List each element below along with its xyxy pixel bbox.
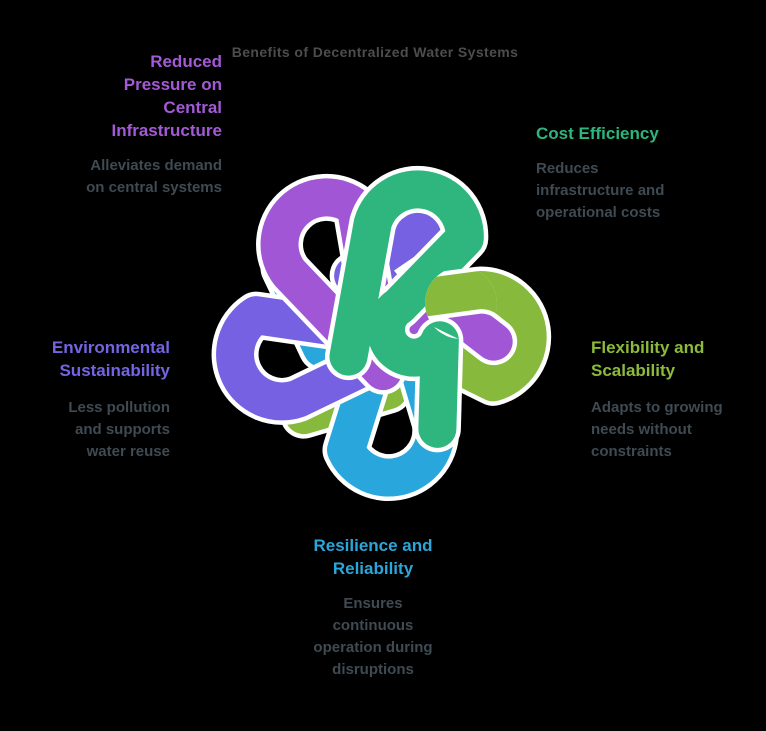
section-body: Alleviates demand on central systems	[86, 157, 222, 196]
section-body: Adapts to growing needs without constrai…	[591, 399, 723, 460]
section-body: Reduces infrastructure and operational c…	[536, 160, 665, 221]
five-loop-knot-illustration	[160, 110, 600, 550]
section-body: Ensures continuous operation during disr…	[313, 595, 433, 678]
section-body: Less pollution and supports water reuse	[68, 399, 170, 460]
section-heading: Cost Efficiency	[536, 124, 659, 143]
section-heading: Flexibility and Scalability	[591, 338, 705, 380]
section-reduced-pressure: Reduced Pressure on Central Infrastructu…	[0, 50, 222, 199]
section-resilience-reliability: Resilience and Reliability Ensures conti…	[263, 534, 483, 681]
section-heading: Resilience and Reliability	[313, 536, 433, 578]
section-cost-efficiency: Cost Efficiency Reduces infrastructure a…	[536, 122, 726, 224]
section-heading: Reduced Pressure on Central Infrastructu…	[111, 52, 222, 140]
section-heading: Environmental Sustainability	[51, 338, 170, 380]
section-flexibility-scalability: Flexibility and Scalability Adapts to gr…	[591, 336, 766, 463]
section-environmental-sustainability: Environmental Sustainability Less pollut…	[0, 336, 170, 463]
page-title: Benefits of Decentralized Water Systems	[231, 44, 519, 60]
